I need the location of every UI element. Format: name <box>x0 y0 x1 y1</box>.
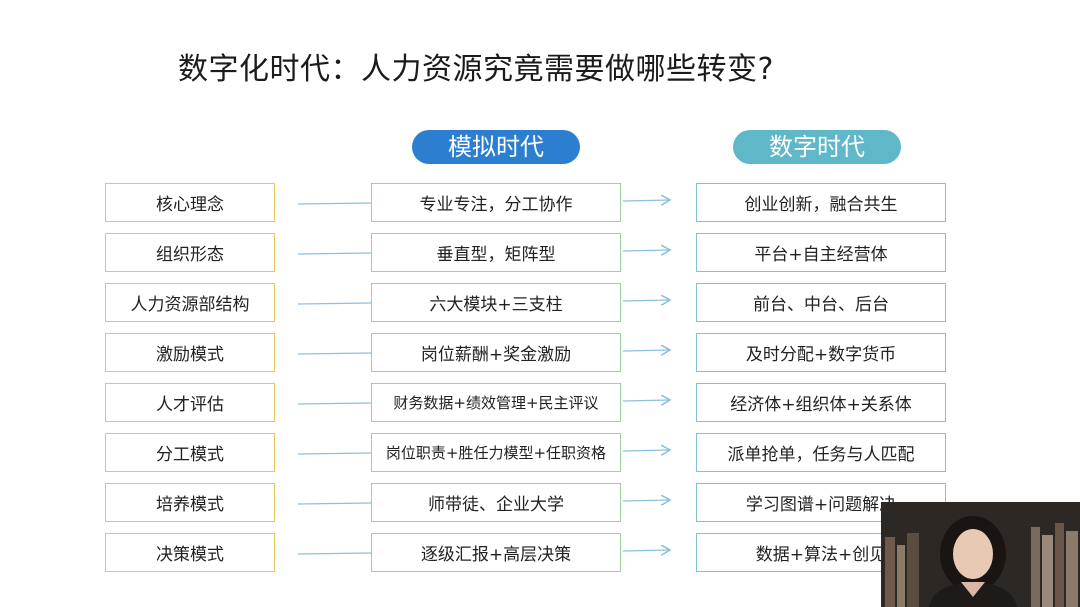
connector-line <box>297 452 372 455</box>
category-box: 组织形态 <box>105 233 275 272</box>
presenter-webcam-video <box>881 502 1080 607</box>
slide-title: 数字化时代：人力资源究竟需要做哪些转变? <box>178 52 774 87</box>
analog-box: 逐级汇报+高层决策 <box>371 533 621 572</box>
digital-box: 平台+自主经营体 <box>696 233 946 272</box>
connector-line <box>297 252 372 255</box>
connector-line <box>297 402 372 405</box>
digital-box: 经济体+组织体+关系体 <box>696 383 946 422</box>
connector-arrow <box>622 500 670 501</box>
connector-arrow <box>622 300 670 301</box>
connector-line <box>297 352 372 355</box>
category-box: 分工模式 <box>105 433 275 472</box>
category-box: 核心理念 <box>105 183 275 222</box>
connector-arrow <box>622 200 670 201</box>
connector-arrow <box>622 250 670 251</box>
connector-line <box>297 302 372 305</box>
digital-box: 创业创新，融合共生 <box>696 183 946 222</box>
digital-box: 及时分配+数字货币 <box>696 333 946 372</box>
digital-box: 派单抢单，任务与人匹配 <box>696 433 946 472</box>
digital-era-header: 数字时代 <box>733 130 901 164</box>
category-box: 激励模式 <box>105 333 275 372</box>
connector-arrow <box>622 350 670 351</box>
analog-box: 师带徒、企业大学 <box>371 483 621 522</box>
category-box: 人力资源部结构 <box>105 283 275 322</box>
presenter-figure <box>929 516 1017 607</box>
connector-line <box>297 202 372 205</box>
connector-arrow <box>622 450 670 451</box>
analog-box: 岗位薪酬+奖金激励 <box>371 333 621 372</box>
analog-box: 岗位职责+胜任力模型+任职资格 <box>371 433 621 472</box>
category-box: 人才评估 <box>105 383 275 422</box>
digital-box: 前台、中台、后台 <box>696 283 946 322</box>
analog-era-header: 模拟时代 <box>412 130 580 164</box>
analog-box: 财务数据+绩效管理+民主评议 <box>371 383 621 422</box>
category-box: 培养模式 <box>105 483 275 522</box>
connector-arrow <box>622 400 670 401</box>
analog-box: 垂直型，矩阵型 <box>371 233 621 272</box>
connector-arrow <box>622 550 670 551</box>
analog-box: 六大模块+三支柱 <box>371 283 621 322</box>
category-box: 决策模式 <box>105 533 275 572</box>
connector-line <box>297 502 372 505</box>
connector-line <box>297 552 372 555</box>
analog-box: 专业专注，分工协作 <box>371 183 621 222</box>
